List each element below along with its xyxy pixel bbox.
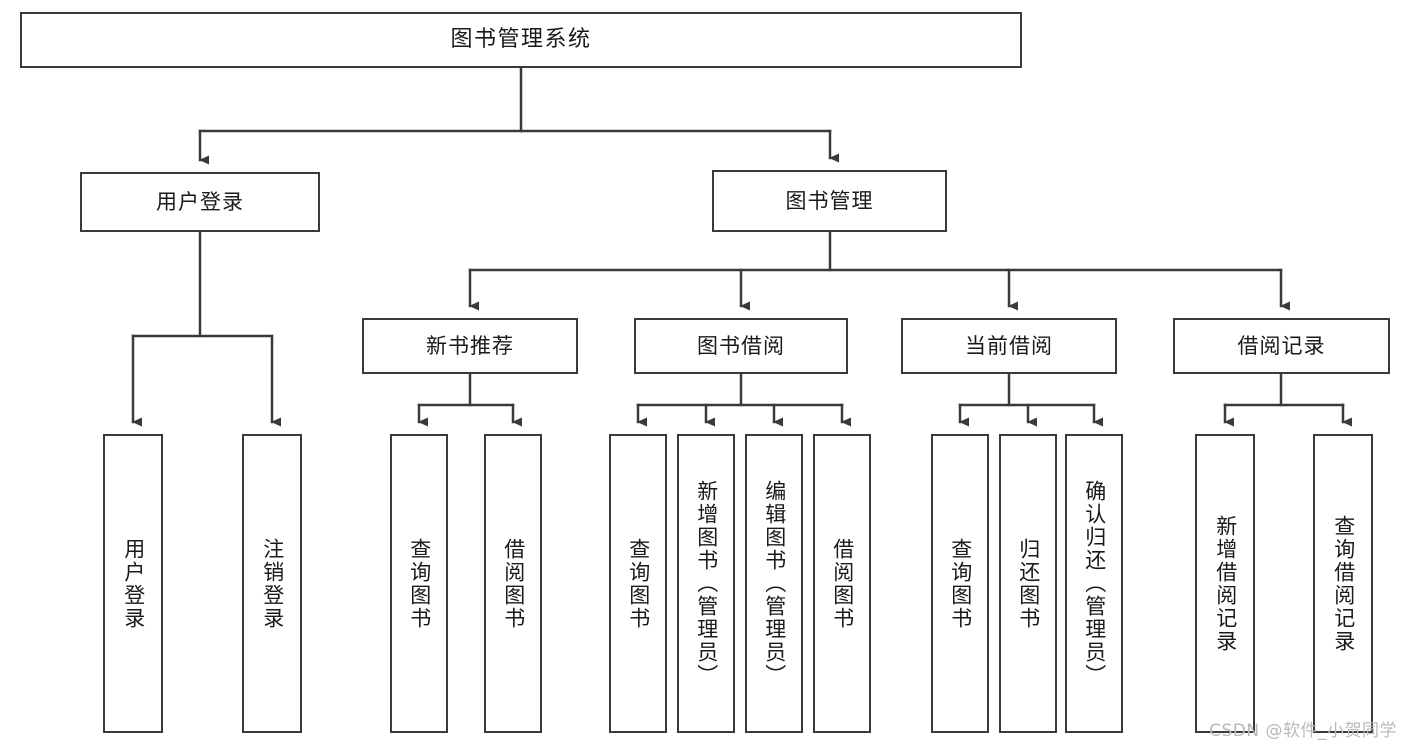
- node-user-login[interactable]: 用户登录: [80, 172, 320, 232]
- node-label: 用户登录: [121, 537, 146, 630]
- node-leaf-query-book-1[interactable]: 查询图书: [390, 434, 448, 733]
- node-label: 借阅记录: [1237, 333, 1326, 358]
- node-leaf-query-borrow-record[interactable]: 查询借阅记录: [1313, 434, 1373, 733]
- node-label: 新书推荐: [426, 333, 514, 358]
- node-leaf-return-book[interactable]: 归还图书: [999, 434, 1057, 733]
- node-label: 借阅图书: [830, 537, 855, 630]
- node-leaf-edit-book[interactable]: 编辑图书（管理员）: [745, 434, 803, 733]
- node-leaf-borrow-book-1[interactable]: 借阅图书: [484, 434, 542, 733]
- node-leaf-confirm-return[interactable]: 确认归还（管理员）: [1065, 434, 1123, 733]
- node-leaf-query-book-2[interactable]: 查询图书: [609, 434, 667, 733]
- node-label: 归还图书: [1016, 537, 1041, 630]
- node-label: 查询图书: [626, 537, 651, 630]
- node-new-book-recommend[interactable]: 新书推荐: [362, 318, 578, 374]
- node-book-manage[interactable]: 图书管理: [712, 170, 947, 232]
- node-label: 确认归还（管理员）: [1082, 480, 1107, 687]
- node-book-management-system[interactable]: 图书管理系统: [20, 12, 1022, 68]
- node-current-borrow[interactable]: 当前借阅: [901, 318, 1117, 374]
- node-label: 当前借阅: [965, 333, 1053, 358]
- node-leaf-query-book-3[interactable]: 查询图书: [931, 434, 989, 733]
- node-leaf-add-borrow-record[interactable]: 新增借阅记录: [1195, 434, 1255, 733]
- node-leaf-user-login[interactable]: 用户登录: [103, 434, 163, 733]
- node-label: 新增图书（管理员）: [694, 480, 719, 687]
- node-leaf-logout[interactable]: 注销登录: [242, 434, 302, 733]
- node-label: 图书管理: [785, 188, 874, 213]
- node-label: 查询图书: [948, 537, 973, 630]
- node-label: 注销登录: [260, 537, 285, 630]
- node-borrow-record[interactable]: 借阅记录: [1173, 318, 1390, 374]
- node-book-borrow[interactable]: 图书借阅: [634, 318, 848, 374]
- node-label: 查询借阅记录: [1331, 514, 1356, 653]
- node-label: 查询图书: [407, 537, 432, 630]
- node-label: 借阅图书: [501, 537, 526, 630]
- node-leaf-add-book[interactable]: 新增图书（管理员）: [677, 434, 735, 733]
- node-label: 图书借阅: [697, 333, 785, 358]
- node-label: 用户登录: [156, 189, 244, 214]
- node-leaf-borrow-book-2[interactable]: 借阅图书: [813, 434, 871, 733]
- node-label: 新增借阅记录: [1213, 514, 1238, 653]
- node-label: 编辑图书（管理员）: [762, 480, 787, 687]
- node-label: 图书管理系统: [450, 27, 592, 53]
